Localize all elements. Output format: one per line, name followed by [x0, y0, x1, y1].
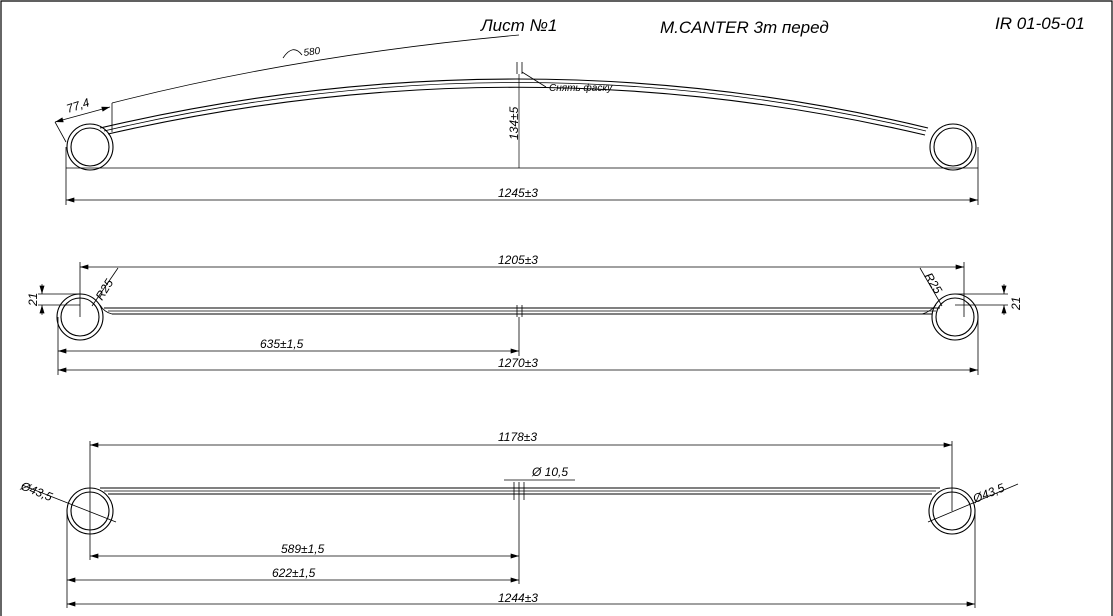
right-eye-inner: [933, 127, 973, 167]
overall-length-label: 1270±3: [498, 356, 538, 370]
left-eye-inner: [70, 127, 110, 167]
left-radius-label: R25: [93, 276, 117, 302]
right-thickness-label: 21: [1009, 297, 1023, 311]
leaf-bottom-edge: [107, 86, 926, 136]
view-side-flat: 1205±3 R25 R25 21 21 635±1,5 1270±3: [26, 253, 1023, 375]
chamfer-leader: [521, 71, 547, 88]
end-length-label: 77,4: [65, 95, 92, 116]
model-title: M.CANTER 3т перед: [660, 18, 829, 37]
radius-bubble: [282, 49, 303, 59]
right-radius-leader: [919, 267, 943, 307]
inner-length-label: 1205±3: [498, 253, 538, 267]
leaf-mid-edge: [103, 82, 927, 132]
left-radius-leader: [91, 267, 119, 307]
end-length-line: [54, 106, 111, 123]
radius-label: 580: [303, 46, 321, 59]
leaf-top-edge: [99, 78, 929, 129]
sheet-title: Лист №1: [480, 16, 557, 35]
eye-to-eye-label: 1245±3: [498, 186, 538, 200]
hole-diameter-label: Ø 10,5: [531, 465, 568, 479]
view-plan: Ø 10,5 1178±3 Ø43,5 Ø43,5 589±1,5 622±1,…: [18, 430, 1019, 608]
end-length-ext: [54, 121, 67, 143]
overall-length-label: 1244±3: [498, 591, 538, 605]
view-side-arched: 580 77,4 Снять фаску 134±5 1245±3: [54, 34, 979, 205]
inner-length-label: 1178±3: [498, 430, 537, 444]
right-eye-transition: [921, 304, 937, 315]
left-thickness-label: 21: [26, 293, 40, 307]
chamfer-note: Снять фаску: [549, 82, 613, 94]
right-eye-inner: [935, 297, 975, 337]
half-inner-label: 589±1,5: [281, 542, 325, 556]
left-eye-diameter-label: Ø43,5: [18, 478, 55, 504]
radius-arc: [111, 34, 520, 104]
drawing-code: IR 01-05-01: [995, 14, 1085, 33]
right-radius-label: R25: [921, 270, 945, 296]
right-eye-outer: [929, 123, 977, 171]
left-eye-transition: [99, 304, 113, 315]
half-length-label: 635±1,5: [260, 337, 304, 351]
camber-label: 134±5: [507, 106, 521, 140]
right-eye-diameter-label: Ø43,5: [970, 480, 1007, 506]
right-eye-diameter-leader: [927, 483, 1019, 523]
left-eye-diameter-leader: [21, 484, 117, 523]
half-overall-label: 622±1,5: [272, 566, 316, 580]
left-eye-outer: [66, 123, 114, 171]
